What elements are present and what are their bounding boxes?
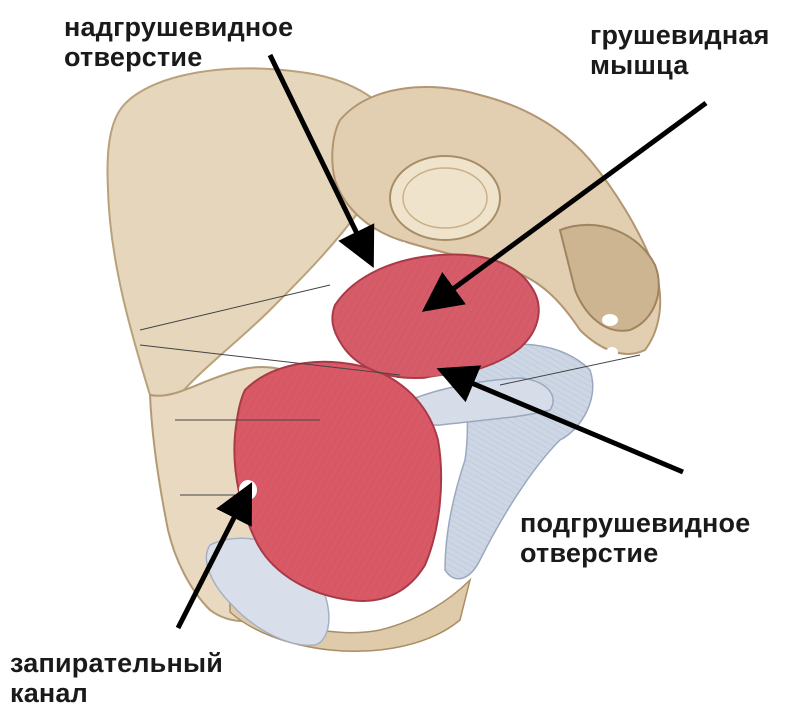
label-line: отверстие [64, 42, 293, 72]
label-line: подгрушевидное [520, 508, 750, 538]
label-piriformis-muscle: грушевидная мышца [590, 20, 770, 80]
label-line: мышца [590, 50, 770, 80]
label-infrapiriform-foramen: подгрушевидное отверстие [520, 508, 750, 568]
label-line: канал [10, 678, 223, 708]
label-obturator-canal: запирательный канал [10, 648, 223, 708]
label-line: надгрушевидное [64, 12, 293, 42]
obturator-canal-opening [239, 480, 257, 500]
label-line: запирательный [10, 648, 223, 678]
label-suprapiriform-foramen: надгрушевидное отверстие [64, 12, 293, 72]
label-line: отверстие [520, 538, 750, 568]
label-line: грушевидная [590, 20, 770, 50]
